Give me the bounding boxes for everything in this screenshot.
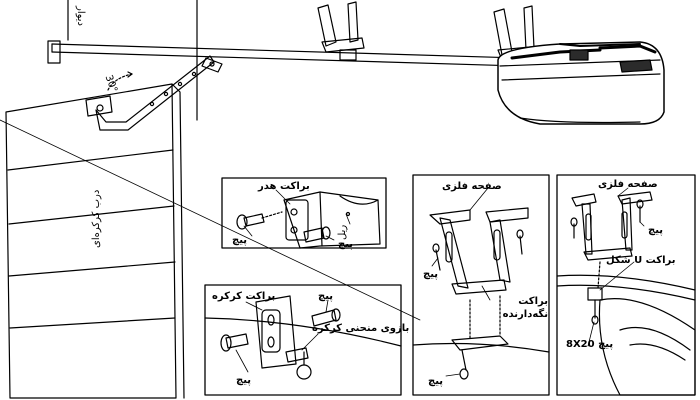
rail-bottom [51, 51, 521, 67]
rail-label: ریل [337, 224, 348, 240]
panel-door-bracket [204, 284, 402, 396]
door-bracket-detail [204, 295, 402, 380]
screw-label-5: پیچ [648, 225, 664, 236]
door-label: درب کرکره‌ای [91, 189, 102, 248]
rail-top [51, 43, 521, 59]
panel-holder-bracket [412, 174, 550, 396]
metal-plate-center-label: صفحه فلزی [442, 181, 502, 192]
holder-bracket-label: براکت نگه‌دارنده [502, 296, 548, 320]
rail-coupling [339, 49, 357, 61]
metal-plate-right-label: صفحه فلزی [598, 179, 658, 190]
screw-label-6: پیچ [318, 291, 334, 302]
screw-label-7: پیچ [236, 375, 252, 386]
floor-line [0, 119, 421, 321]
screw-size-label: 8X20 پیچ [566, 339, 614, 350]
u-bracket-label: براکت U شکل [606, 255, 676, 266]
header-bracket-detail [236, 191, 381, 249]
u-bracket-detail [556, 191, 696, 396]
wall-label: دیوار [75, 6, 86, 27]
ceiling-hanger-left [317, 1, 365, 53]
door-arm [85, 55, 223, 131]
door-outline [5, 83, 177, 399]
motor-unit [497, 41, 665, 125]
rail-assembly [47, 40, 521, 67]
garage-door [5, 83, 185, 399]
screw-label-2: پیچ [338, 239, 354, 250]
curved-arm-label: بازوی منحنی کرکره [312, 323, 410, 334]
rail-wall-bracket [47, 40, 61, 64]
screw-label-1: پیچ [232, 235, 248, 246]
screw-label-4: پیچ [428, 376, 444, 387]
screw-label-3: پیچ [423, 269, 439, 280]
door-bracket-label: براکت کرکره [212, 291, 276, 302]
holder-bracket-detail [412, 207, 550, 380]
header-bracket-label: براکت هدر [258, 181, 310, 192]
